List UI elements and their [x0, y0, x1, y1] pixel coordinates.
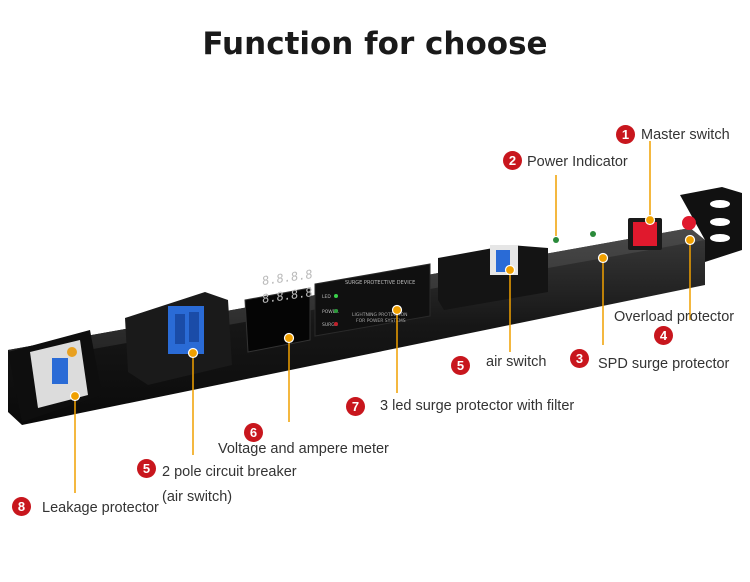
voltage-ampere-meter: 8.8.8.8 8.8.8.8 — [244, 267, 313, 353]
surge-protector-panel: SURGE PROTECTIVE DEVICE LIGHTNING PROTEC… — [314, 263, 431, 337]
label-overload-protector: Overload protector — [614, 309, 735, 325]
callout-badge-2: 2 — [503, 151, 522, 170]
mount-hole-icon — [710, 200, 730, 208]
label-2-pole-circuit-breaker: 2 pole circuit breaker — [162, 464, 297, 480]
svg-text:LIGHTNING PROTECTION: LIGHTNING PROTECTION — [352, 312, 408, 318]
master-switch-area — [553, 216, 696, 250]
callout-badge-5b: 5 — [137, 459, 156, 478]
two-pole-circuit-breaker — [125, 292, 232, 385]
overload-protector-button — [682, 216, 696, 230]
svg-text:LED: LED — [322, 294, 331, 300]
power-indicator-led — [553, 237, 559, 243]
callout-badge-6: 6 — [244, 423, 263, 442]
callout-badge-1: 1 — [616, 125, 635, 144]
label-master-switch: Master switch — [641, 127, 730, 143]
mount-hole-icon — [710, 218, 730, 226]
callout-dots — [69, 214, 696, 402]
label-air-switch: air switch — [486, 354, 547, 370]
spd-panel-title: SURGE PROTECTIVE DEVICE — [345, 280, 415, 286]
label-spd-surge-protector: SPD surge protector — [598, 356, 730, 372]
svg-text:POWER: POWER — [322, 309, 339, 315]
label-air-switch-note: (air switch) — [162, 489, 233, 505]
svg-text:FOR POWER SYSTEMS: FOR POWER SYSTEMS — [356, 318, 406, 324]
label-3-led-surge-protector: 3 led surge protector with filter — [380, 398, 575, 414]
callout-badge-8: 8 — [12, 497, 31, 516]
callout-badge-3: 3 — [570, 349, 589, 368]
callout-badge-5: 5 — [451, 356, 470, 375]
label-power-indicator: Power Indicator — [527, 154, 628, 170]
label-leakage-protector: Leakage protector — [42, 500, 159, 516]
label-voltage-ampere-meter: Voltage and ampere meter — [218, 441, 389, 457]
callout-badge-4: 4 — [654, 326, 673, 345]
svg-text:SURGE: SURGE — [322, 322, 338, 328]
callout-lines — [74, 141, 691, 493]
mount-hole-icon — [710, 234, 730, 242]
callout-badge-7: 7 — [346, 397, 365, 416]
red-master-switch — [633, 222, 657, 246]
meter-top-readout: 8.8.8.8 — [262, 267, 313, 288]
air-switch — [438, 245, 548, 310]
page-title: Function for choose — [202, 26, 548, 62]
